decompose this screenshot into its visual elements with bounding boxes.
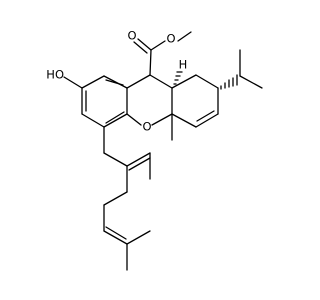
- pyran-ring: [126, 74, 173, 126]
- bond-ar-1: [103, 75, 128, 89]
- bond-c9-ester: [149, 49, 152, 76]
- bond-chain-7b: [105, 226, 127, 240]
- isopropyl-group: [220, 49, 263, 90]
- bond-c5-c10a: [171, 113, 197, 128]
- bond-iPr-1: [239, 75, 263, 89]
- molecule-diagram: O O O HO H: [46, 29, 263, 271]
- bond-carbonyl-1: [137, 38, 152, 51]
- ring-oxygen-label: O: [142, 120, 151, 134]
- bond-o-c10a: [151, 113, 173, 126]
- bond-c4a-o: [126, 113, 142, 126]
- bond-ar-2: [81, 75, 105, 89]
- bond-c8-c7: [195, 74, 219, 89]
- bond-chain-7: [103, 230, 128, 245]
- geranyl-chain: [103, 126, 151, 271]
- stereo-h-hash: [173, 71, 183, 85]
- ester-group: [133, 31, 192, 76]
- bond-chain-2: [103, 152, 128, 167]
- structure-svg: O O O HO H: [46, 29, 263, 271]
- carbonyl-oxygen-label: O: [127, 29, 136, 43]
- bond-chain-9: [126, 230, 151, 245]
- bond-hydroxyl: [63, 76, 83, 89]
- stereo-hydrogen-label: H: [179, 58, 188, 72]
- bond-c8a-c9: [149, 74, 173, 89]
- bond-chain-3b: [128, 157, 151, 171]
- aromatic-ring: [63, 74, 151, 128]
- ester-oxygen-label: O: [166, 32, 175, 46]
- bond-c8a-c8: [171, 74, 197, 89]
- hydroxyl-label: HO: [46, 68, 64, 82]
- cyclohexene-ring: [171, 74, 219, 141]
- bond-ar-1b: [105, 79, 124, 86]
- bond-ester-o: [150, 40, 166, 51]
- bond-chain-3: [126, 152, 151, 167]
- bond-c6-c5: [195, 113, 219, 128]
- bond-chain-5: [103, 191, 128, 206]
- bond-carbonyl-2: [133, 41, 148, 54]
- bond-o-methyl: [177, 31, 192, 42]
- bond-ar-5: [103, 113, 128, 128]
- bond-ar-4: [81, 113, 105, 128]
- bond-ar-5b: [105, 111, 125, 124]
- bond-c6-c5-double: [196, 110, 215, 122]
- bond-c9-c9a: [126, 74, 151, 89]
